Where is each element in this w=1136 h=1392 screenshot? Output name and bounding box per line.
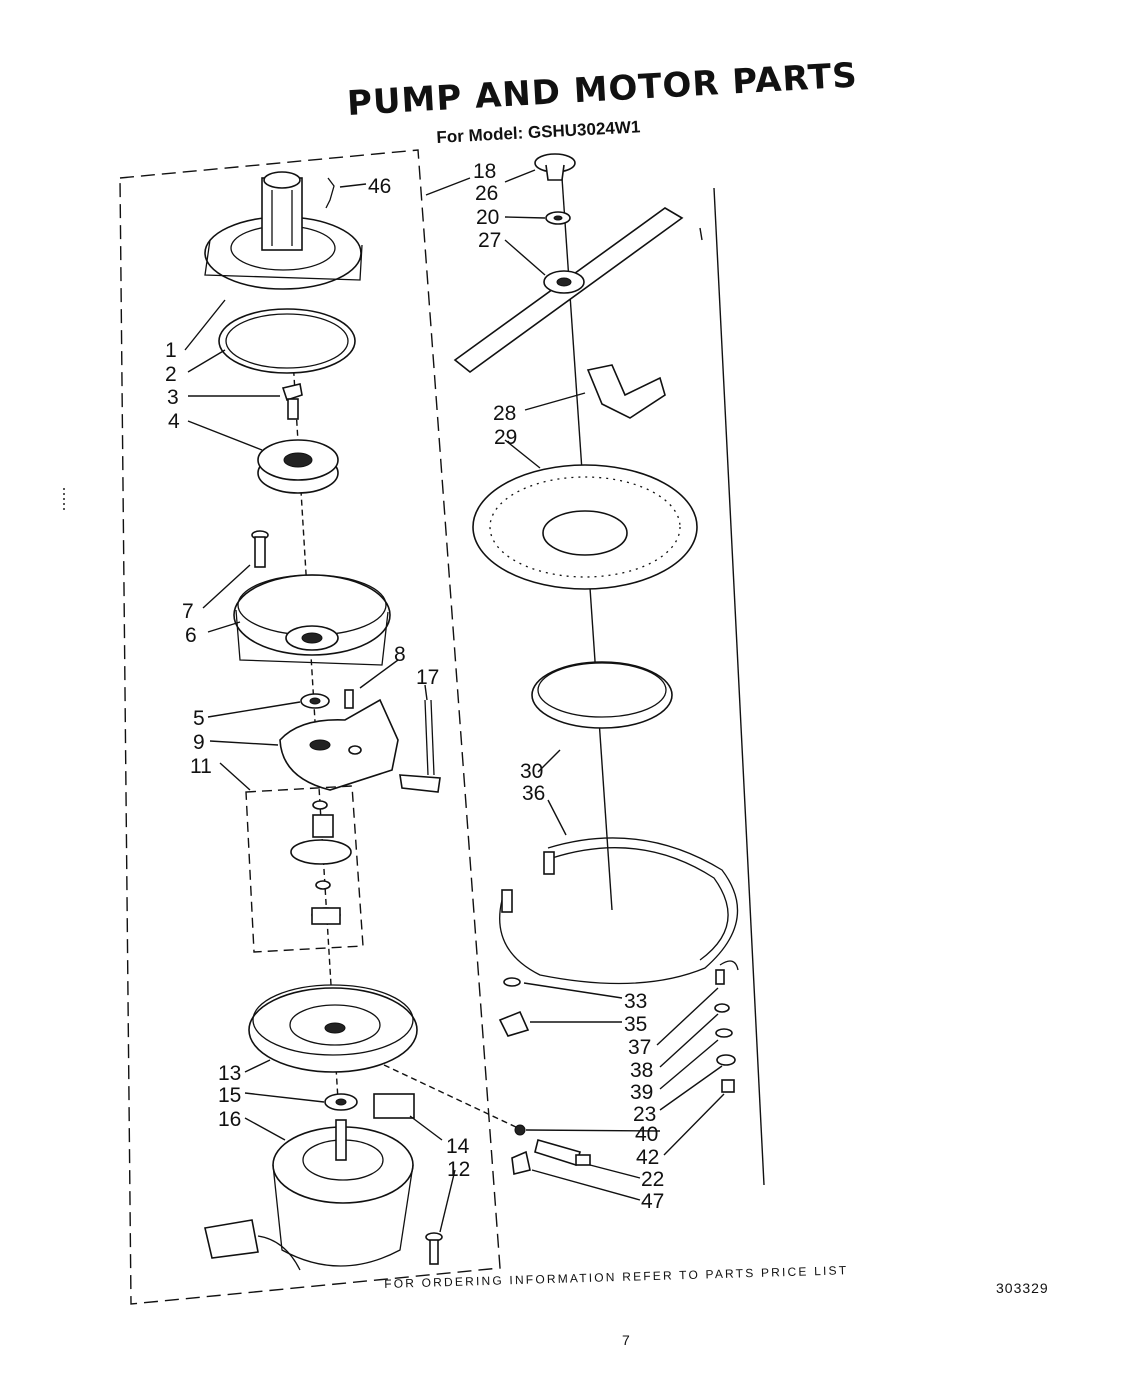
washer-5 xyxy=(300,693,330,709)
label-42: 42 xyxy=(636,1146,659,1169)
label-3: 3 xyxy=(167,386,179,409)
label-1: 1 xyxy=(165,339,177,362)
label-28: 28 xyxy=(493,402,516,425)
label-9: 9 xyxy=(193,731,205,754)
subassembly-box xyxy=(245,785,364,953)
clip-47 xyxy=(511,1150,531,1175)
motor-rotor xyxy=(290,800,352,925)
left-assembly-boundary xyxy=(119,149,501,1305)
screw-12 xyxy=(425,1232,443,1265)
motor xyxy=(204,1119,414,1271)
label-33: 33 xyxy=(624,990,647,1013)
grommet-23 xyxy=(514,1124,526,1136)
cap-26 xyxy=(534,153,576,181)
washer-33 xyxy=(503,977,521,987)
motor-base xyxy=(248,984,418,1073)
label-13: 13 xyxy=(218,1062,241,1085)
label-5: 5 xyxy=(193,707,205,730)
right-panel-tick xyxy=(699,227,703,241)
heater-element xyxy=(499,837,739,985)
document-number: 303329 xyxy=(996,1280,1049,1296)
label-8: 8 xyxy=(394,643,406,666)
screw-8 xyxy=(344,689,354,709)
thermostat-22 xyxy=(534,1139,591,1167)
label-38: 38 xyxy=(630,1059,653,1082)
connector-line xyxy=(383,1064,519,1129)
ring-30 xyxy=(531,661,673,729)
label-26: 26 xyxy=(475,182,498,205)
impeller-nut xyxy=(281,383,303,420)
label-18: 18 xyxy=(473,160,496,183)
deflector-28 xyxy=(586,364,666,419)
leader-lines xyxy=(184,169,725,1233)
label-20: 20 xyxy=(476,206,499,229)
washer-20 xyxy=(545,211,571,225)
seal-ring xyxy=(218,308,356,374)
bracket-35 xyxy=(498,1010,530,1037)
rod-17 xyxy=(399,699,441,793)
pump-body xyxy=(233,574,391,666)
label-46: 46 xyxy=(368,175,391,198)
hardware-stack xyxy=(714,960,739,1093)
label-40: 40 xyxy=(635,1123,658,1146)
label-17: 17 xyxy=(416,666,439,689)
label-11: 11 xyxy=(190,755,212,778)
label-2: 2 xyxy=(165,363,177,386)
label-22: 22 xyxy=(641,1168,664,1191)
screw-7 xyxy=(251,530,269,568)
label-14: 14 xyxy=(446,1135,470,1158)
clip-46 xyxy=(325,177,335,209)
filter-screen xyxy=(472,464,698,590)
label-30: 30 xyxy=(520,760,543,783)
spray-arm xyxy=(453,207,684,374)
label-23: 23 xyxy=(633,1103,656,1126)
label-29: 29 xyxy=(494,426,517,449)
label-27: 27 xyxy=(478,229,501,252)
seal-ring-inner xyxy=(225,313,349,369)
pump-housing-cover xyxy=(204,171,363,290)
label-39: 39 xyxy=(630,1081,653,1104)
label-4: 4 xyxy=(168,410,180,433)
label-47: 47 xyxy=(641,1190,664,1213)
label-36: 36 xyxy=(522,782,545,805)
label-7: 7 xyxy=(182,600,194,623)
mounting-plate xyxy=(279,698,399,791)
label-15: 15 xyxy=(218,1084,241,1107)
impeller xyxy=(257,439,339,494)
label-16: 16 xyxy=(218,1108,241,1131)
right-panel-boundary xyxy=(713,187,765,1186)
label-6: 6 xyxy=(185,624,197,647)
washer-15 xyxy=(324,1093,358,1111)
label-12: 12 xyxy=(447,1158,470,1181)
label-37: 37 xyxy=(628,1036,651,1059)
brush-14 xyxy=(373,1093,415,1119)
page-number: 7 xyxy=(622,1332,630,1348)
label-35: 35 xyxy=(624,1013,647,1036)
